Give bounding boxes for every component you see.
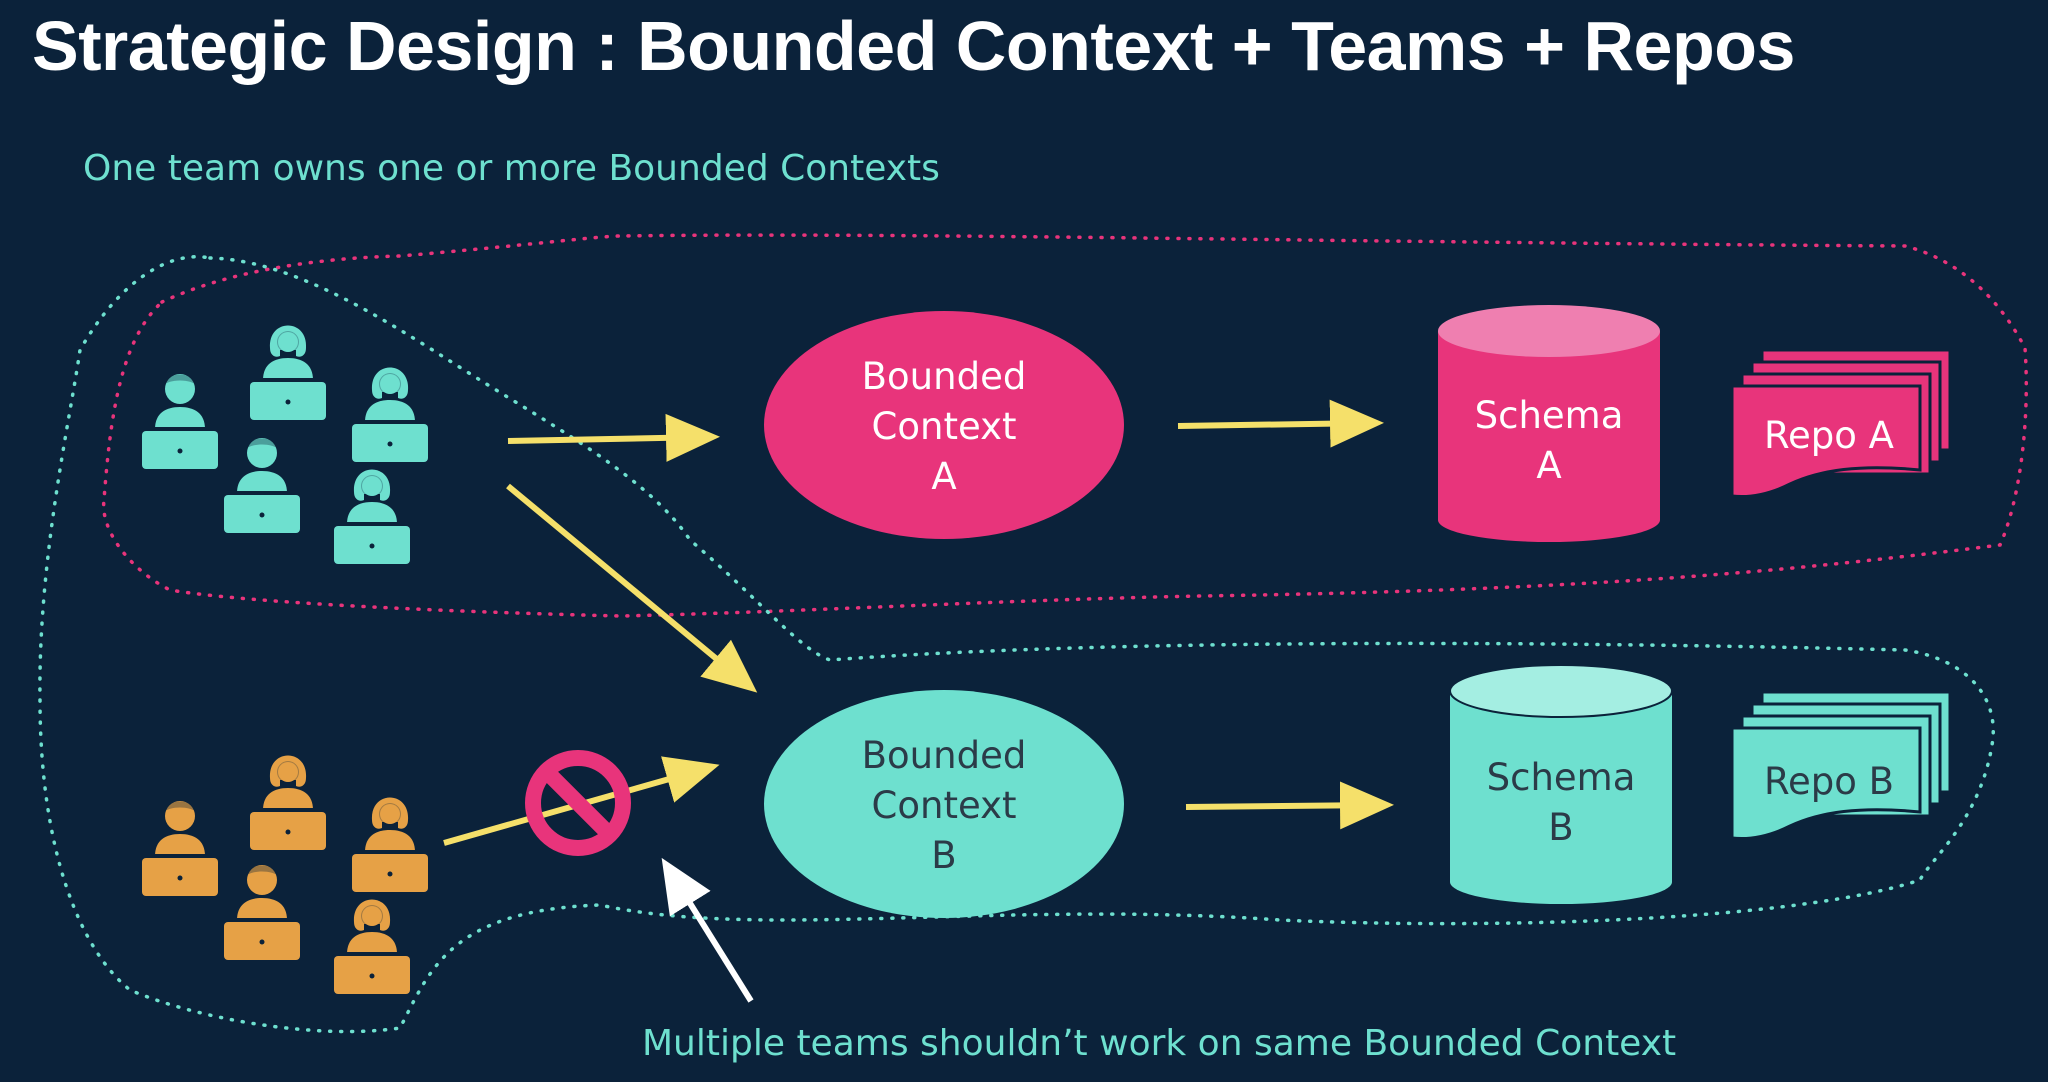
schema-a-line2: A xyxy=(1536,444,1562,487)
bounded-context-a-line3: A xyxy=(931,455,957,498)
bounded-context-b-line1: Bounded xyxy=(861,734,1027,777)
schema-a-line1: Schema xyxy=(1474,394,1624,437)
schema-b-label: Schema B xyxy=(1487,753,1636,853)
schema-b-line2: B xyxy=(1548,806,1574,849)
schema-a-cylinder xyxy=(1438,305,1660,542)
person-laptop-icon xyxy=(248,325,328,420)
pointer-arrow xyxy=(661,857,754,1003)
person-laptop-icon xyxy=(140,801,220,896)
subtitle-annotation: One team owns one or more Bounded Contex… xyxy=(83,148,940,189)
bounded-context-b-line3: B xyxy=(931,834,957,877)
repo-a-label: Repo A xyxy=(1763,414,1895,457)
arrow-team-a-to-context-a xyxy=(507,413,720,462)
repo-b-label: Repo B xyxy=(1763,760,1895,803)
schema-a-label: Schema A xyxy=(1475,391,1624,491)
bounded-context-a-shape xyxy=(764,311,1124,539)
person-laptop-icon xyxy=(140,374,220,469)
bounded-context-b-line2: Context xyxy=(871,784,1017,827)
bounded-context-b-shape xyxy=(764,690,1124,918)
person-laptop-icon xyxy=(350,797,430,892)
footer-annotation: Multiple teams shouldn’t work on same Bo… xyxy=(642,1023,1677,1064)
person-laptop-icon xyxy=(350,367,430,462)
bounded-context-a-label: Bounded Context A xyxy=(862,352,1027,502)
team-a-boundary xyxy=(101,233,2028,618)
arrow-team-a-to-context-b xyxy=(506,483,758,693)
page-title: Strategic Design : Bounded Context + Tea… xyxy=(32,7,1795,85)
schema-b-cylinder xyxy=(1449,664,1673,904)
repo-b-icon xyxy=(1730,690,1952,840)
person-laptop-icon xyxy=(332,469,412,564)
person-laptop-icon xyxy=(222,865,302,960)
bounded-context-a-line2: Context xyxy=(871,405,1017,448)
bounded-context-b-label: Bounded Context B xyxy=(862,731,1027,881)
team-a xyxy=(140,325,430,564)
schema-b-line1: Schema xyxy=(1486,756,1636,799)
person-laptop-icon xyxy=(222,438,302,533)
arrow-context-b-to-schema-b xyxy=(1185,781,1394,830)
no-entry-icon xyxy=(525,750,631,856)
person-laptop-icon xyxy=(332,899,412,994)
bounded-context-a-line1: Bounded xyxy=(861,355,1027,398)
arrow-context-a-to-schema-a xyxy=(1177,399,1384,448)
team-b xyxy=(140,755,430,994)
repo-a-icon xyxy=(1730,348,1952,498)
person-laptop-icon xyxy=(248,755,328,850)
